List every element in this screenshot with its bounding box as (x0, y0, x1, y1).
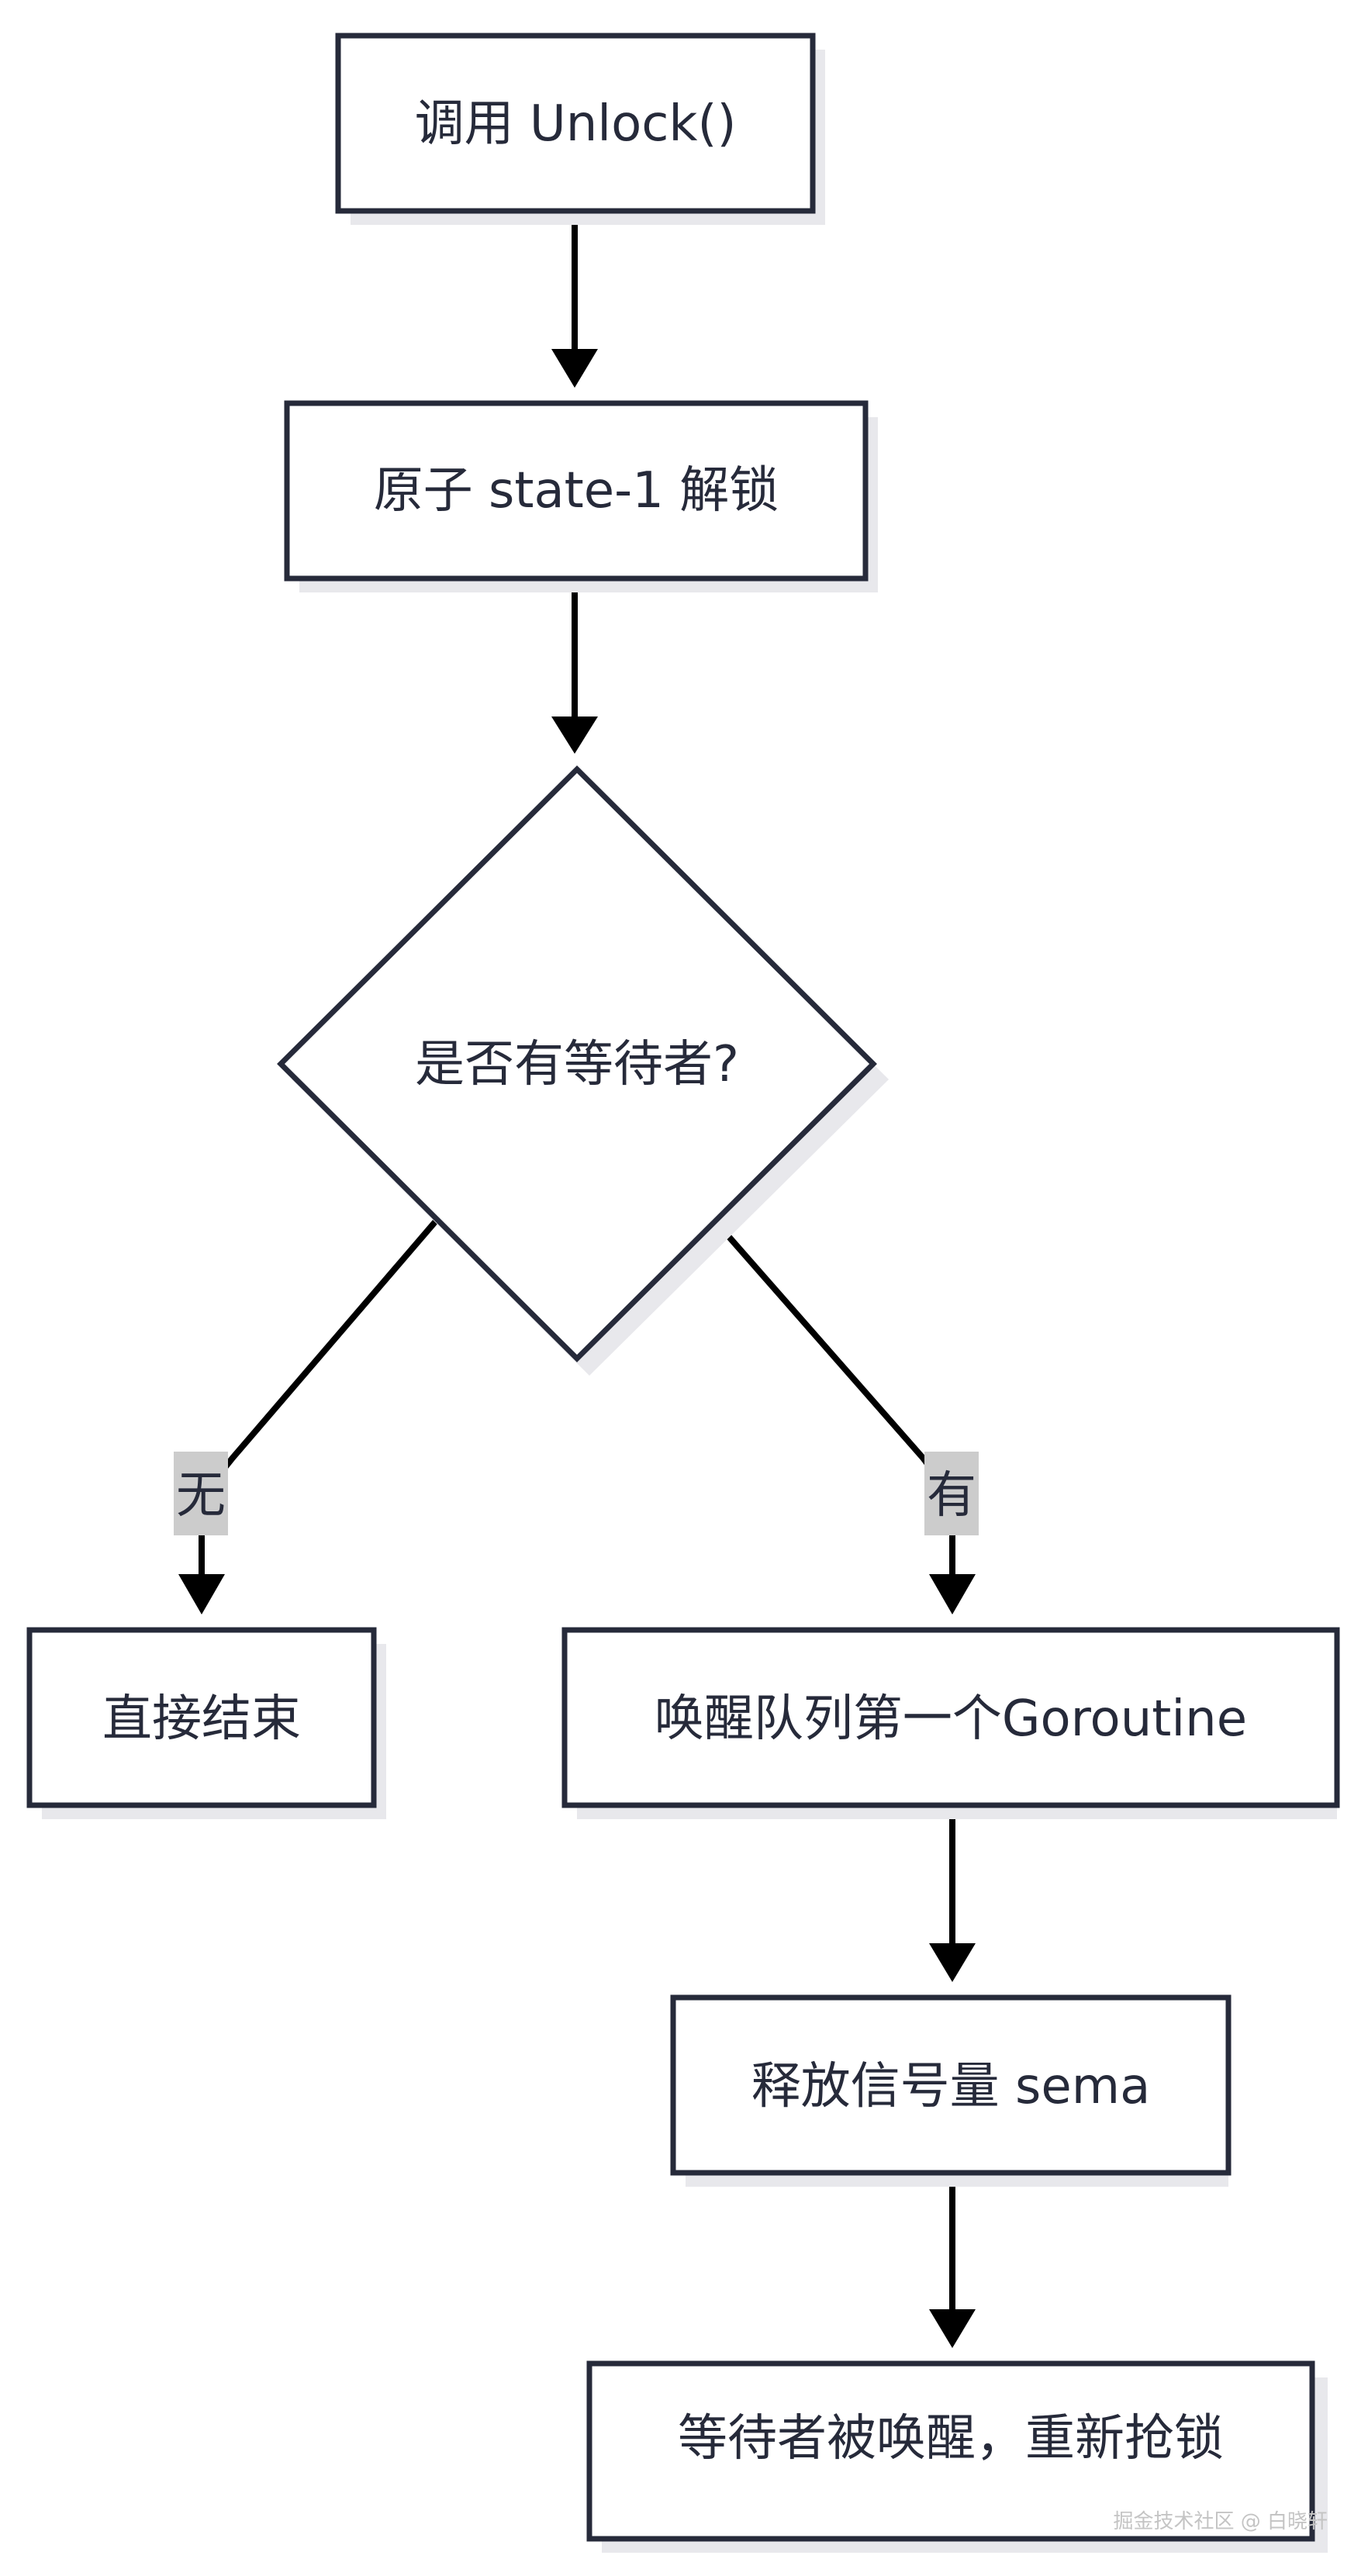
arrowhead-icon (929, 1574, 976, 1614)
arrowhead-icon (551, 717, 598, 754)
edge-atomic-to-decision (551, 580, 598, 754)
edge-wake-to-release (929, 1805, 976, 1982)
node-call-unlock-label: 调用 Unlock() (415, 95, 737, 153)
edge-label-yes: 有 (924, 1452, 979, 1535)
node-waiter-woken-label: 等待者被唤醒，重新抢锁 (678, 2410, 1224, 2467)
node-release-sema: 释放信号量 sema (670, 1994, 1232, 2187)
arrowhead-icon (551, 349, 598, 388)
node-has-waiters-label: 是否有等待者? (415, 1036, 739, 1093)
edge-label-yes-text: 有 (927, 1467, 976, 1525)
watermark: 掘金技术社区 @ 白晓轩 (1113, 2510, 1328, 2533)
edge-decision-to-wake (709, 1215, 976, 1614)
node-release-sema-label: 释放信号量 sema (751, 2058, 1151, 2115)
edge-decision-to-end (178, 1215, 442, 1614)
edge-label-no: 无 (174, 1452, 228, 1535)
arrowhead-icon (929, 2309, 976, 2348)
node-waiter-woken: 等待者被唤醒，重新抢锁 (586, 2360, 1328, 2553)
node-atomic-unlock: 原子 state-1 解锁 (284, 400, 878, 592)
node-call-unlock: 调用 Unlock() (335, 33, 825, 225)
node-has-waiters: 是否有等待者? (277, 765, 889, 1376)
edge-label-no-text: 无 (176, 1467, 226, 1525)
node-wake-first-label: 唤醒队列第一个Goroutine (655, 1690, 1247, 1748)
node-wake-first: 唤醒队列第一个Goroutine (561, 1627, 1340, 1819)
edge-release-to-woken (929, 2173, 976, 2348)
edge-call-to-atomic (551, 211, 598, 388)
node-end-directly-label: 直接结束 (102, 1690, 301, 1748)
arrowhead-icon (929, 1943, 976, 1982)
node-end-directly: 直接结束 (26, 1627, 386, 1819)
node-atomic-unlock-label: 原子 state-1 解锁 (374, 462, 779, 520)
arrowhead-icon (178, 1574, 225, 1614)
